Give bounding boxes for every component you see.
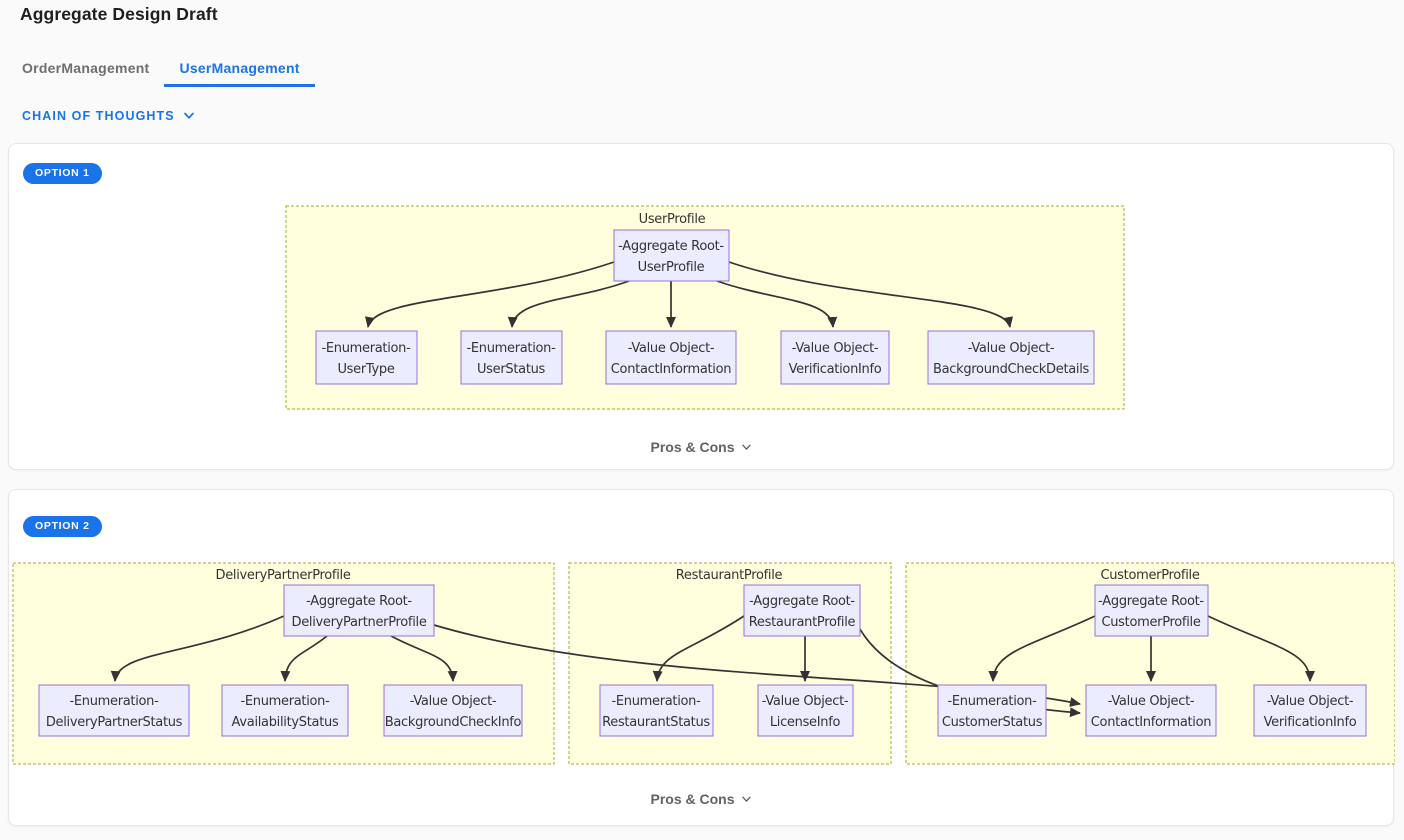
svg-text:-Value Object-: -Value Object- <box>1267 694 1354 709</box>
svg-text:-Value Object-: -Value Object- <box>762 694 849 709</box>
svg-text:ContactInformation: ContactInformation <box>1091 715 1211 730</box>
svg-text:-Enumeration-: -Enumeration- <box>466 341 556 356</box>
chevron-down-icon <box>183 112 194 119</box>
svg-text:DeliveryPartnerProfile: DeliveryPartnerProfile <box>291 615 426 630</box>
option2-pros-cons-expander[interactable]: Pros & Cons <box>9 791 1393 807</box>
edge <box>652 615 745 682</box>
option1-card: OPTION 1 UserProfile -Aggregate Root- Us… <box>8 143 1394 470</box>
edge <box>716 280 838 328</box>
svg-text:RestaurantProfile: RestaurantProfile <box>749 615 856 630</box>
tab-bar: OrderManagement UserManagement <box>7 52 315 87</box>
svg-text:-Enumeration-: -Enumeration- <box>240 694 330 709</box>
subgraph-customerprofile-title: CustomerProfile <box>1100 568 1199 583</box>
svg-text:-Enumeration-: -Enumeration- <box>611 694 701 709</box>
pros-cons-label: Pros & Cons <box>650 439 735 455</box>
node-contactinformation: -Value Object- ContactInformation <box>1085 684 1217 737</box>
svg-text:RestaurantStatus: RestaurantStatus <box>602 715 710 730</box>
svg-text:VerificationInfo: VerificationInfo <box>1264 715 1357 730</box>
edge <box>1207 615 1315 682</box>
node-deliverypartnerstatus: -Enumeration- DeliveryPartnerStatus <box>38 684 190 737</box>
svg-text:VerificationInfo: VerificationInfo <box>789 362 882 377</box>
svg-text:CustomerStatus: CustomerStatus <box>942 715 1043 730</box>
node-contactinformation: -Value Object- ContactInformation <box>605 330 737 385</box>
svg-text:UserProfile: UserProfile <box>638 260 705 275</box>
node-usertype: -Enumeration- UserType <box>315 330 418 385</box>
node-availabilitystatus: -Enumeration- AvailabilityStatus <box>221 684 349 737</box>
subgraph-restaurantprofile-title: RestaurantProfile <box>676 568 783 583</box>
node-verificationinfo: -Value Object- VerificationInfo <box>780 330 890 385</box>
svg-text:BackgroundCheckInfo: BackgroundCheckInfo <box>385 715 522 730</box>
edge <box>280 635 328 682</box>
edge <box>390 635 458 682</box>
chain-of-thoughts-expander[interactable]: CHAIN OF THOUGHTS <box>22 109 195 123</box>
node-userstatus: -Enumeration- UserStatus <box>460 330 563 385</box>
option1-diagram: UserProfile -Aggregate Root- UserProfile… <box>285 205 1125 410</box>
subgraph-userprofile-title: UserProfile <box>639 212 706 227</box>
svg-text:-Aggregate Root-: -Aggregate Root- <box>749 594 855 609</box>
svg-text:ContactInformation: ContactInformation <box>611 362 731 377</box>
svg-text:AvailabilityStatus: AvailabilityStatus <box>232 715 339 730</box>
node-customerstatus: -Enumeration- CustomerStatus <box>937 684 1047 737</box>
tab-ordermanagement[interactable]: OrderManagement <box>22 60 150 76</box>
svg-text:-Value Object-: -Value Object- <box>410 694 497 709</box>
node-aggregate-root-deliverypartnerprofile: -Aggregate Root- DeliveryPartnerProfile <box>283 584 435 637</box>
svg-text:-Aggregate Root-: -Aggregate Root- <box>306 594 412 609</box>
svg-text:-Enumeration-: -Enumeration- <box>69 694 159 709</box>
option2-badge: OPTION 2 <box>23 516 102 537</box>
option1-pros-cons-expander[interactable]: Pros & Cons <box>9 439 1393 455</box>
tab-usermanagement[interactable]: UserManagement <box>164 52 315 87</box>
svg-text:BackgroundCheckDetails: BackgroundCheckDetails <box>933 362 1090 377</box>
svg-text:-Value Object-: -Value Object- <box>1108 694 1195 709</box>
node-verificationinfo: -Value Object- VerificationInfo <box>1253 684 1367 737</box>
node-aggregate-root-customerprofile: -Aggregate Root- CustomerProfile <box>1094 584 1209 637</box>
svg-text:UserStatus: UserStatus <box>477 362 546 377</box>
page-title: Aggregate Design Draft <box>20 4 218 24</box>
node-aggregate-root-restaurantprofile: -Aggregate Root- RestaurantProfile <box>743 584 861 637</box>
subgraph-deliverypartnerprofile-title: DeliveryPartnerProfile <box>215 568 350 583</box>
chain-of-thoughts-label: CHAIN OF THOUGHTS <box>22 109 175 123</box>
option1-badge: OPTION 1 <box>23 163 102 184</box>
chevron-down-icon <box>741 444 751 450</box>
svg-text:-Aggregate Root-: -Aggregate Root- <box>618 239 724 254</box>
svg-text:-Enumeration-: -Enumeration- <box>947 694 1037 709</box>
edge <box>507 280 630 328</box>
svg-text:UserType: UserType <box>337 362 394 377</box>
node-backgroundcheckdetails: -Value Object- BackgroundCheckDetails <box>927 330 1095 385</box>
svg-text:-Value Object-: -Value Object- <box>968 341 1055 356</box>
node-restaurantstatus: -Enumeration- RestaurantStatus <box>599 684 714 737</box>
option2-card: OPTION 2 DeliveryPartnerProfile Restaura… <box>8 489 1395 826</box>
node-backgroundcheckinfo: -Value Object- BackgroundCheckInfo <box>383 684 523 737</box>
edge <box>988 615 1096 682</box>
edge <box>365 261 615 328</box>
svg-text:DeliveryPartnerStatus: DeliveryPartnerStatus <box>46 715 183 730</box>
option2-diagram: DeliveryPartnerProfile RestaurantProfile… <box>12 562 1395 765</box>
svg-text:-Value Object-: -Value Object- <box>792 341 879 356</box>
svg-text:-Enumeration-: -Enumeration- <box>321 341 411 356</box>
svg-text:-Value Object-: -Value Object- <box>628 341 715 356</box>
svg-text:LicenseInfo: LicenseInfo <box>770 715 841 730</box>
node-aggregate-root-userprofile: -Aggregate Root- UserProfile <box>613 229 730 282</box>
edge <box>110 615 285 682</box>
svg-text:-Aggregate Root-: -Aggregate Root- <box>1098 594 1204 609</box>
edge <box>728 261 1013 328</box>
chevron-down-icon <box>741 796 751 802</box>
pros-cons-label: Pros & Cons <box>650 791 735 807</box>
svg-text:CustomerProfile: CustomerProfile <box>1101 615 1200 630</box>
node-licenseinfo: -Value Object- LicenseInfo <box>757 684 854 737</box>
